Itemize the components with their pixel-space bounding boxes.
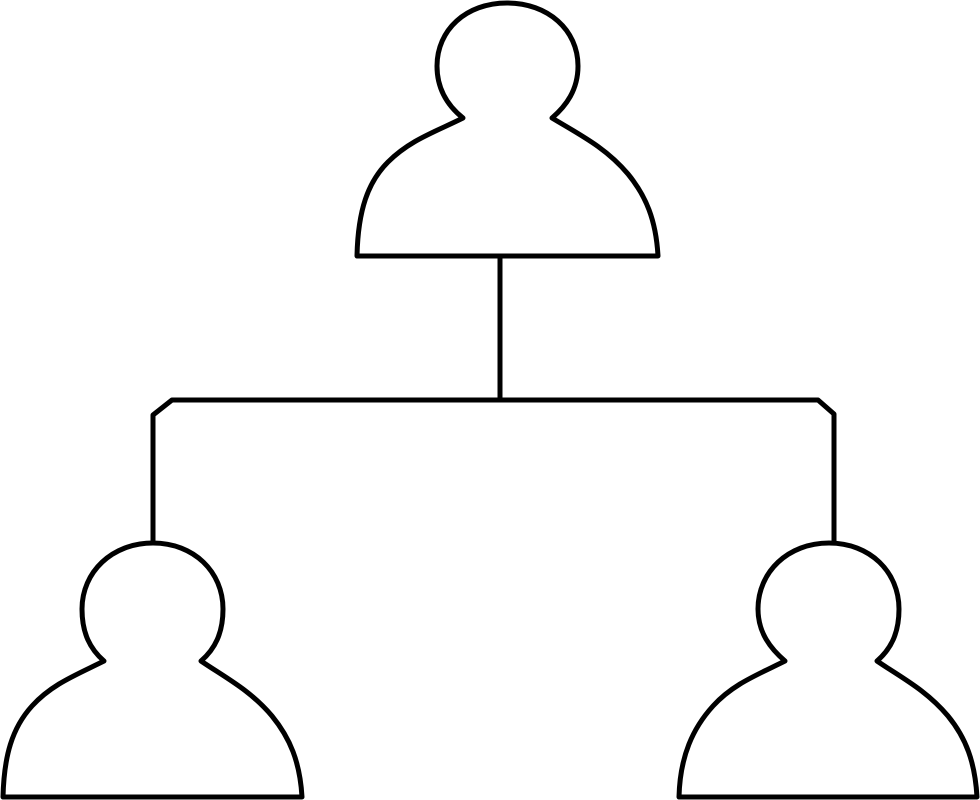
connector-branch-bar xyxy=(150,397,837,543)
person-body xyxy=(0,540,305,800)
person-icon xyxy=(354,0,661,259)
person-icon xyxy=(0,540,305,800)
person-icon xyxy=(676,540,980,800)
person-body xyxy=(676,540,980,800)
person-body xyxy=(354,0,661,259)
